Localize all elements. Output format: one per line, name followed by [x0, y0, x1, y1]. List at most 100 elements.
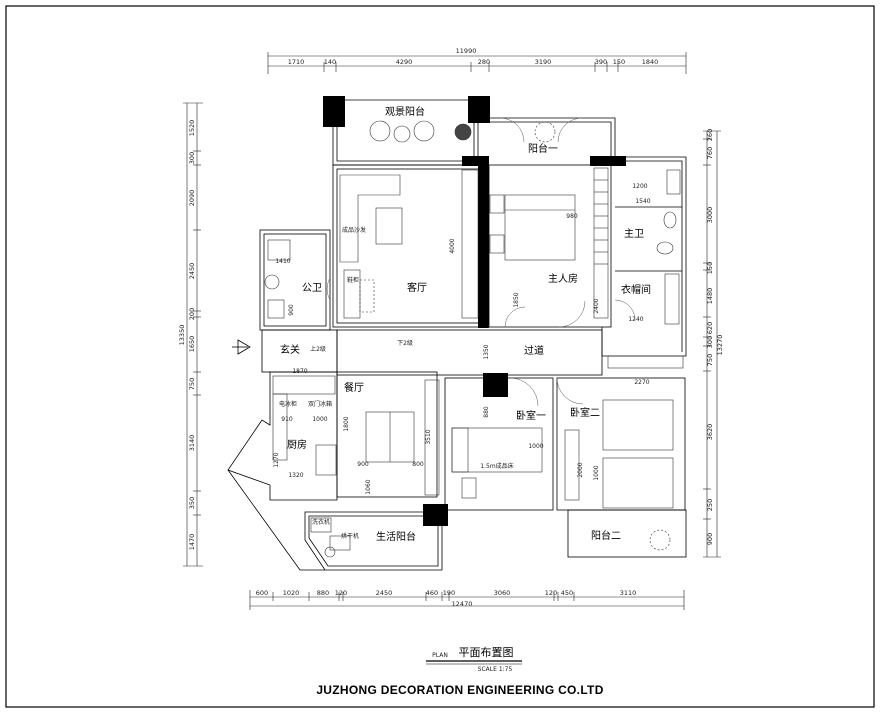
walls — [227, 99, 687, 571]
dim-top-seg: 1710 — [288, 58, 305, 66]
room-label-dining: 餐厅 — [344, 381, 364, 394]
plan-title-en: PLAN — [432, 652, 448, 659]
dim-interior: 1410 — [275, 258, 290, 265]
dim-top-total: 11990 — [456, 47, 477, 55]
label-shoe-cabinet: 鞋柜 — [347, 276, 359, 284]
dim-top-seg: 3190 — [535, 58, 552, 66]
dim-interior: 900 — [357, 461, 369, 468]
door-swings — [326, 117, 636, 407]
dim-right-seg: 300 — [706, 336, 714, 348]
label-fridge: 电冰柜 — [279, 400, 297, 408]
dim-interior: 4000 — [449, 238, 456, 253]
dim-left-seg: 1470 — [188, 534, 196, 551]
dim-interior: 800 — [412, 461, 424, 468]
room-label-cloakroom: 衣帽间 — [621, 283, 651, 296]
bottom-dimensions — [249, 590, 685, 610]
dim-left-seg: 350 — [188, 497, 196, 509]
dim-bottom-seg: 450 — [561, 589, 573, 597]
dim-left-seg: 3140 — [188, 435, 196, 452]
room-label-public-bath: 公卫 — [302, 283, 322, 294]
room-label-balcony-one: 阳台一 — [528, 142, 558, 155]
top-dimensions — [267, 52, 687, 74]
dim-left-seg: 300 — [188, 152, 196, 164]
room-label-master-bedroom: 主人房 — [548, 272, 578, 285]
dim-right-seg: 750 — [706, 354, 714, 366]
dim-right-seg: 620 — [706, 322, 714, 334]
dim-interior: 1270 — [273, 452, 280, 467]
room-label-utility-balcony: 生活阳台 — [376, 530, 416, 543]
room-label-entrance: 玄关 — [280, 343, 300, 356]
dim-left-seg: 1650 — [188, 336, 196, 353]
dim-interior: 880 — [483, 406, 490, 418]
right-dimensions — [703, 130, 721, 558]
dim-left-total: 13350 — [178, 325, 186, 346]
room-label-kitchen: 厨房 — [287, 438, 307, 451]
right-dim-labels: 13270 260 760 3000 150 1480 620 300 750 … — [706, 129, 724, 545]
dim-bottom-seg: 120 — [545, 589, 557, 597]
dim-interior: 1000 — [593, 465, 600, 480]
label-washer: 洗衣机 — [312, 518, 330, 526]
furniture — [264, 120, 684, 558]
dim-top-seg: 280 — [478, 58, 490, 66]
dim-interior: 2270 — [634, 379, 649, 386]
dim-interior: 2000 — [577, 462, 584, 477]
dim-left-seg: 750 — [188, 378, 196, 390]
dim-interior: 910 — [281, 416, 293, 423]
dim-interior: 1870 — [292, 368, 307, 375]
dim-interior: 1000 — [312, 416, 327, 423]
label-step-down: 下2级 — [397, 339, 413, 347]
room-label-sofa: 成品沙发 — [342, 226, 366, 234]
dim-right-seg: 150 — [706, 262, 714, 274]
dim-top-seg: 150 — [613, 58, 625, 66]
dim-top-seg: 390 — [595, 58, 607, 66]
dim-bottom-seg: 120 — [335, 589, 347, 597]
label-step-up: 上2级 — [310, 345, 326, 353]
room-label-corridor: 过道 — [524, 344, 544, 357]
dim-bottom-seg: 600 — [256, 589, 268, 597]
left-dimensions — [183, 102, 203, 567]
dim-bottom-seg: 880 — [317, 589, 329, 597]
dim-interior: 1850 — [513, 292, 520, 307]
dim-interior: 1350 — [483, 344, 490, 359]
room-label-master-bath: 主卫 — [624, 228, 644, 240]
label-bed: 1.5m成品床 — [480, 462, 513, 470]
plan-title-cn: 平面布置图 — [459, 646, 514, 659]
dim-right-seg: 1480 — [706, 288, 714, 305]
dim-left-seg: 1520 — [188, 120, 196, 137]
dim-interior: 1240 — [628, 316, 643, 323]
dim-bottom-seg: 1020 — [283, 589, 300, 597]
dim-left-seg: 200 — [188, 308, 196, 320]
room-label-balcony-two: 阳台二 — [591, 529, 621, 542]
dim-right-seg: 3000 — [706, 207, 714, 224]
dim-bottom-seg: 3060 — [494, 589, 511, 597]
dim-top-seg: 140 — [324, 58, 336, 66]
dim-left-seg: 2090 — [188, 190, 196, 207]
plan-scale: SCALE 1:75 — [478, 666, 513, 673]
dim-right-seg: 900 — [706, 533, 714, 545]
dim-top-seg: 4290 — [396, 58, 413, 66]
dim-interior: 1800 — [343, 416, 350, 431]
dim-interior: 1000 — [528, 443, 543, 450]
label-double-door-fridge: 双门冰箱 — [308, 400, 332, 408]
room-label-bedroom-two: 卧室二 — [570, 406, 600, 419]
dim-bottom-seg: 2450 — [376, 589, 393, 597]
company-name: JUZHONG DECORATION ENGINEERING CO.LTD — [316, 683, 603, 697]
left-dim-labels: 13350 1520 300 2090 2450 200 1650 750 31… — [178, 120, 196, 551]
dim-bottom-seg: 460 — [426, 589, 438, 597]
structural-columns — [323, 96, 626, 526]
dim-interior: 2400 — [593, 298, 600, 313]
dim-interior: 1540 — [635, 198, 650, 205]
dim-interior: 900 — [288, 304, 295, 316]
dim-interior: 980 — [566, 213, 578, 220]
room-label-living: 客厅 — [407, 281, 427, 294]
dim-bottom-total: 12470 — [452, 600, 473, 608]
dim-interior: 1200 — [632, 183, 647, 190]
room-label-bedroom-one: 卧室一 — [516, 409, 546, 422]
dim-interior: 1320 — [288, 472, 303, 479]
dim-right-seg: 3620 — [706, 424, 714, 441]
dim-left-seg: 2450 — [188, 263, 196, 280]
room-label-balcony-view: 观景阳台 — [385, 105, 425, 118]
dim-right-total: 13270 — [716, 335, 724, 356]
label-dryer: 烘干机 — [341, 532, 359, 540]
dim-bottom-seg: 3110 — [620, 589, 637, 597]
